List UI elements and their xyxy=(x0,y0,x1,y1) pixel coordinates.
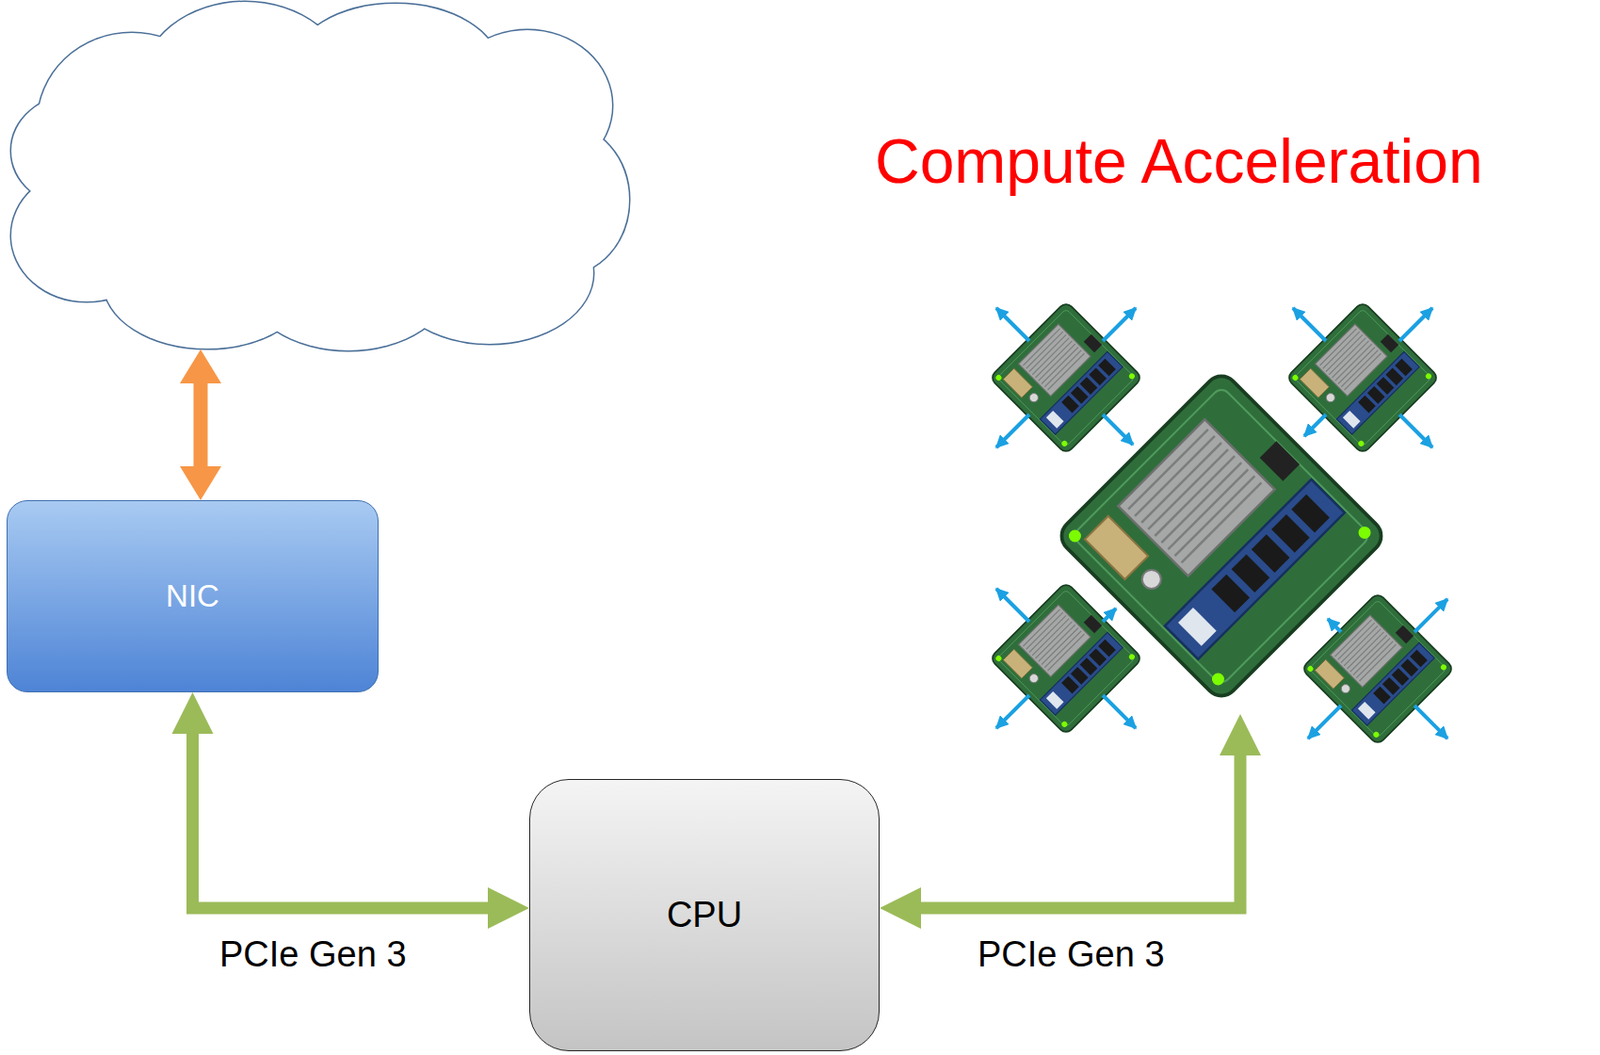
arrow-head xyxy=(172,692,214,734)
link-arrow xyxy=(996,588,1030,622)
link-arrows xyxy=(996,307,1448,739)
link-arrow xyxy=(1102,307,1136,341)
bus-label: PCIe Gen 3 xyxy=(219,934,407,976)
link-arrow xyxy=(1414,705,1448,739)
link-arrow xyxy=(1327,618,1342,632)
node-text: NIC xyxy=(165,578,220,615)
pcie-connector xyxy=(172,692,531,929)
link-arrow xyxy=(996,694,1030,728)
fpga-board xyxy=(1301,592,1455,746)
accelerator-boards xyxy=(989,301,1455,746)
node-text: CPU xyxy=(666,894,743,936)
link-arrow xyxy=(1308,705,1342,739)
link-arrow xyxy=(1102,694,1136,728)
fpga-board xyxy=(989,581,1144,736)
fpga-board xyxy=(1286,301,1440,455)
arrow-head xyxy=(179,349,222,384)
connector-line xyxy=(193,731,491,908)
nic-box: NIC xyxy=(6,500,379,693)
cloud-outline xyxy=(11,1,630,351)
link-arrow xyxy=(996,414,1030,448)
link-arrow xyxy=(1102,414,1133,445)
arrow-head xyxy=(179,466,222,501)
arrow-head xyxy=(487,887,530,929)
arrow-head xyxy=(879,887,922,929)
diagram-title: Compute Acceleration xyxy=(874,126,1484,198)
network-arrow xyxy=(179,349,222,501)
link-arrow xyxy=(1399,414,1433,448)
arrow-head xyxy=(1219,713,1261,756)
link-arrow xyxy=(1292,307,1326,341)
fpga-board xyxy=(989,301,1144,455)
pcie-arrow xyxy=(879,713,1261,929)
link-arrow xyxy=(1102,608,1116,622)
bus-label: PCIe Gen 3 xyxy=(977,934,1165,976)
network-line xyxy=(193,381,209,469)
link-arrow xyxy=(1304,414,1326,437)
cloud xyxy=(11,1,630,351)
link-arrow xyxy=(1414,598,1448,632)
cpu-box: CPU xyxy=(529,778,880,1051)
cloud-fill xyxy=(11,1,630,351)
link-arrow xyxy=(1399,307,1433,341)
link-arrow xyxy=(996,307,1030,341)
pcie-line xyxy=(919,753,1241,908)
